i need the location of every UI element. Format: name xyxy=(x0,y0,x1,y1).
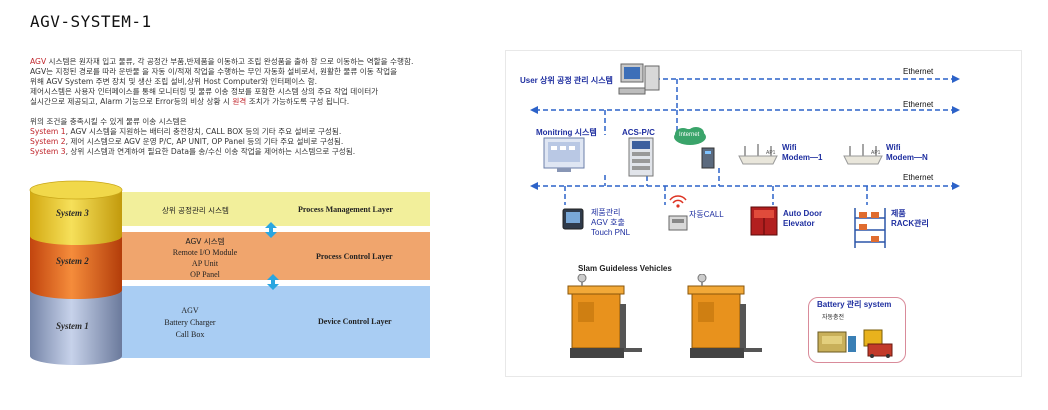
rack-line2: RACK관리 xyxy=(891,219,929,228)
desc-line-5b: 조치가 가능하도록 구성 됩니다. xyxy=(246,97,350,106)
monitoring-label: Monitring 시스템 xyxy=(536,128,597,137)
desc-remote: 원격 xyxy=(232,97,247,106)
auto-door-label: Auto Door Elevator xyxy=(783,209,822,229)
wifi-modem-icon xyxy=(843,144,883,165)
system3-band: 상위 공정관리 시스템 Process Management Layer xyxy=(120,192,430,226)
desc-system-2: System 2 xyxy=(30,137,66,146)
double-arrow-icon xyxy=(265,222,277,238)
vehicles-title: Slam Guideless Vehicles xyxy=(578,264,672,273)
desc-line-3: 위해 AGV System 주변 장치 및 생산 조립 설비,상위 Host C… xyxy=(30,77,317,86)
desc-line-7: , AGV 시스템을 지원하는 배터리 충전장치, CALL BOX 등의 기타… xyxy=(65,127,342,136)
ethernet-label-2: Ethernet xyxy=(903,100,934,109)
wifi-modem-1-line1: Wifi xyxy=(782,143,797,152)
rack-icon xyxy=(854,208,886,248)
computer-icon xyxy=(618,63,660,95)
system2-layer-name: Process Control Layer xyxy=(316,252,393,261)
network-device-icon xyxy=(701,147,715,169)
system1-items: AGV Battery Charger Call Box xyxy=(140,305,240,341)
ethernet-label-1: Ethernet xyxy=(903,67,934,76)
desc-line-8: , 제어 시스템으로 AGV 운영 P/C, AP UNIT, OP Panel… xyxy=(65,137,344,146)
cloud-icon xyxy=(674,127,706,145)
desc-line-2: AGV는 지정된 경로를 따라 운반물 을 자동 이/적재 작업을 수행하는 무… xyxy=(30,67,398,76)
product-call-label: 제품관리 AGV 호출 Touch PNL xyxy=(591,208,630,238)
system-cylinder-stack xyxy=(29,180,123,365)
call-box-icon xyxy=(668,195,688,231)
cylinder-label-system2: System 2 xyxy=(56,256,89,266)
desc-agv: AGV xyxy=(30,57,47,66)
touch-panel-icon xyxy=(562,208,584,230)
system2-item-op: OP Panel xyxy=(190,270,220,279)
system1-layer-name: Device Control Layer xyxy=(318,317,392,326)
door-icon xyxy=(750,206,778,236)
auto-call-label: 자동CALL xyxy=(689,210,724,219)
desc-line-4: 제어시스템은 사용자 인터페이스를 통해 모니터링 및 물류 이송 정보를 포함… xyxy=(30,87,379,96)
cylinder-label-system1: System 1 xyxy=(56,321,89,331)
desc-line-9: , 상위 시스템과 연계하여 필요한 Data를 송/수신 이송 작업을 제어하… xyxy=(65,147,356,156)
desc-line-5a: 실시간으로 제공되고, Alarm 기능으로 Error등의 비상 상황 시 xyxy=(30,97,233,106)
system3-layer-name: Process Management Layer xyxy=(298,205,393,214)
description-text: AGV 시스템은 원자재 입고 물류, 각 공정간 부품,반제품을 이동하고 조… xyxy=(30,57,475,157)
wifi-modem-icon xyxy=(738,144,778,165)
system1-band: AGV Battery Charger Call Box Device Cont… xyxy=(120,286,430,358)
auto-door-line1: Auto Door xyxy=(783,209,823,218)
product-call-line3: Touch PNL xyxy=(591,228,631,237)
double-arrow-icon xyxy=(267,274,279,290)
agv-vehicle-icon xyxy=(567,274,642,358)
wifi-modem-1-line2: Modem—1 xyxy=(782,153,823,162)
page-title: AGV-SYSTEM-1 xyxy=(30,12,152,31)
system2-item-ap: AP Unit xyxy=(191,259,219,268)
wifi-modem-1-label: Wifi Modem—1 xyxy=(782,143,822,163)
system2-band: AGV 시스템 Remote I/O Module AP Unit OP Pan… xyxy=(120,232,430,280)
battery-subtitle: 자동충전 xyxy=(822,314,845,321)
product-call-line1: 제품관리 xyxy=(591,208,621,217)
system1-item-agv: AGV xyxy=(181,306,199,315)
rack-line1: 제품 xyxy=(891,209,906,218)
wifi-modem-n-label: Wifi Modem—N xyxy=(886,143,928,163)
agv-vehicle-icon xyxy=(687,274,762,358)
system2-item-rio: Remote I/O Module xyxy=(172,248,238,257)
cylinder-label-system3: System 3 xyxy=(56,208,89,218)
desc-line-6: 위의 조건을 충족시킬 수 있게 물류 이송 시스템은 xyxy=(30,117,187,126)
server-rack-icon xyxy=(628,137,654,177)
auto-door-line2: Elevator xyxy=(783,219,815,228)
rack-label: 제품 RACK관리 xyxy=(891,209,929,229)
internet-label: Internet xyxy=(679,132,700,138)
system2-items: AGV 시스템 Remote I/O Module AP Unit OP Pan… xyxy=(150,236,260,280)
acs-label: ACS-P/C xyxy=(622,128,655,137)
wifi-modem-n-line1: Wifi xyxy=(886,143,901,152)
user-system-label: User 상위 공정 관리 시스템 xyxy=(520,76,613,85)
monitor-screen-icon xyxy=(543,137,585,172)
desc-system-1: System 1 xyxy=(30,127,66,136)
battery-title: Battery 관리 system xyxy=(817,300,892,309)
desc-line-1: 시스템은 원자재 입고 물류, 각 공정간 부품,반제품을 이동하고 조립 완성… xyxy=(46,57,414,66)
wifi-modem-1-ap-tag: AP1 xyxy=(766,150,776,156)
wifi-modem-n-ap-tag: AP1 xyxy=(871,150,881,156)
desc-system-3: System 3 xyxy=(30,147,66,156)
battery-charger-icon xyxy=(817,329,893,358)
system3-item: 상위 공정관리 시스템 xyxy=(162,206,229,215)
system2-item-agv: AGV 시스템 xyxy=(185,237,225,246)
ethernet-label-3: Ethernet xyxy=(903,173,934,182)
wifi-modem-n-line2: Modem—N xyxy=(886,153,928,162)
system1-item-charger: Battery Charger xyxy=(164,318,216,327)
product-call-line2: AGV 호출 xyxy=(591,218,625,227)
system1-item-callbox: Call Box xyxy=(175,330,205,339)
